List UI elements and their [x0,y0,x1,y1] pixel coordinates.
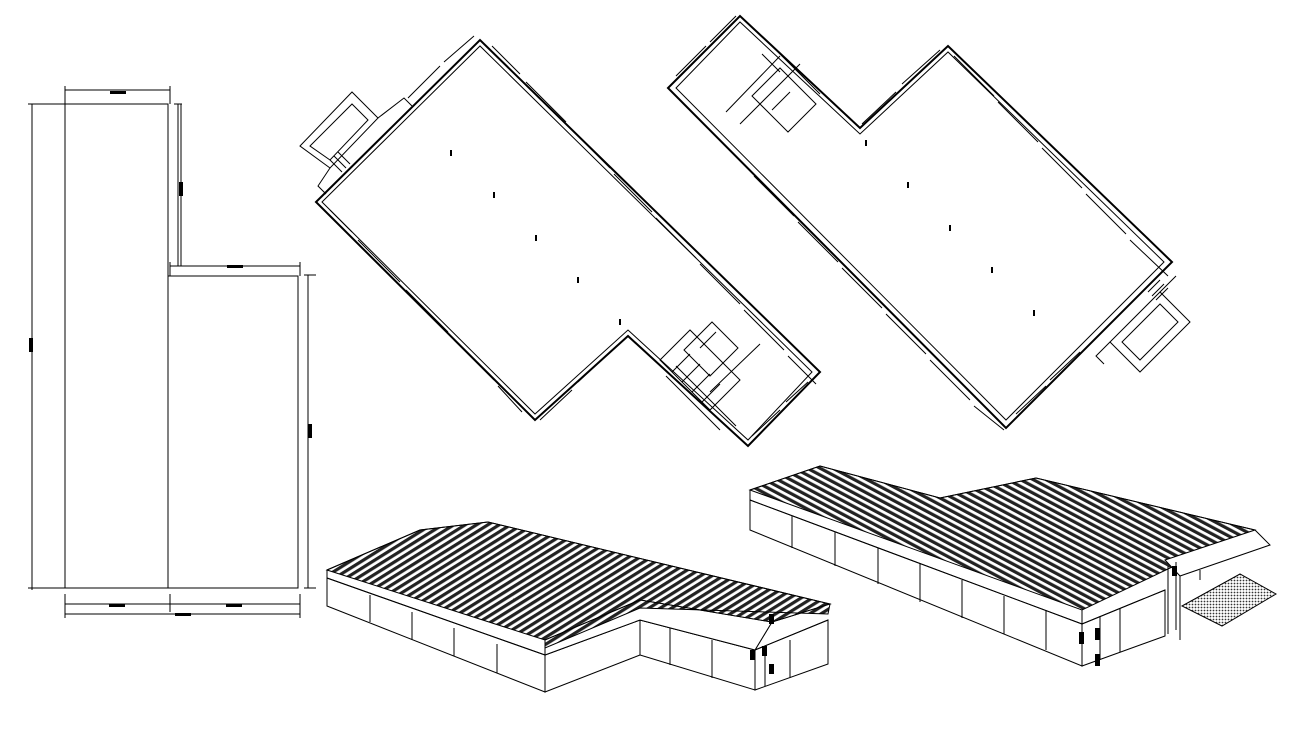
isometric-view-left [325,521,832,693]
floor-plan-rotated-left [299,35,822,448]
isometric-view-right [748,465,1278,667]
floor-plan-rotated-right [666,14,1191,431]
plan-outline-view [28,86,316,618]
